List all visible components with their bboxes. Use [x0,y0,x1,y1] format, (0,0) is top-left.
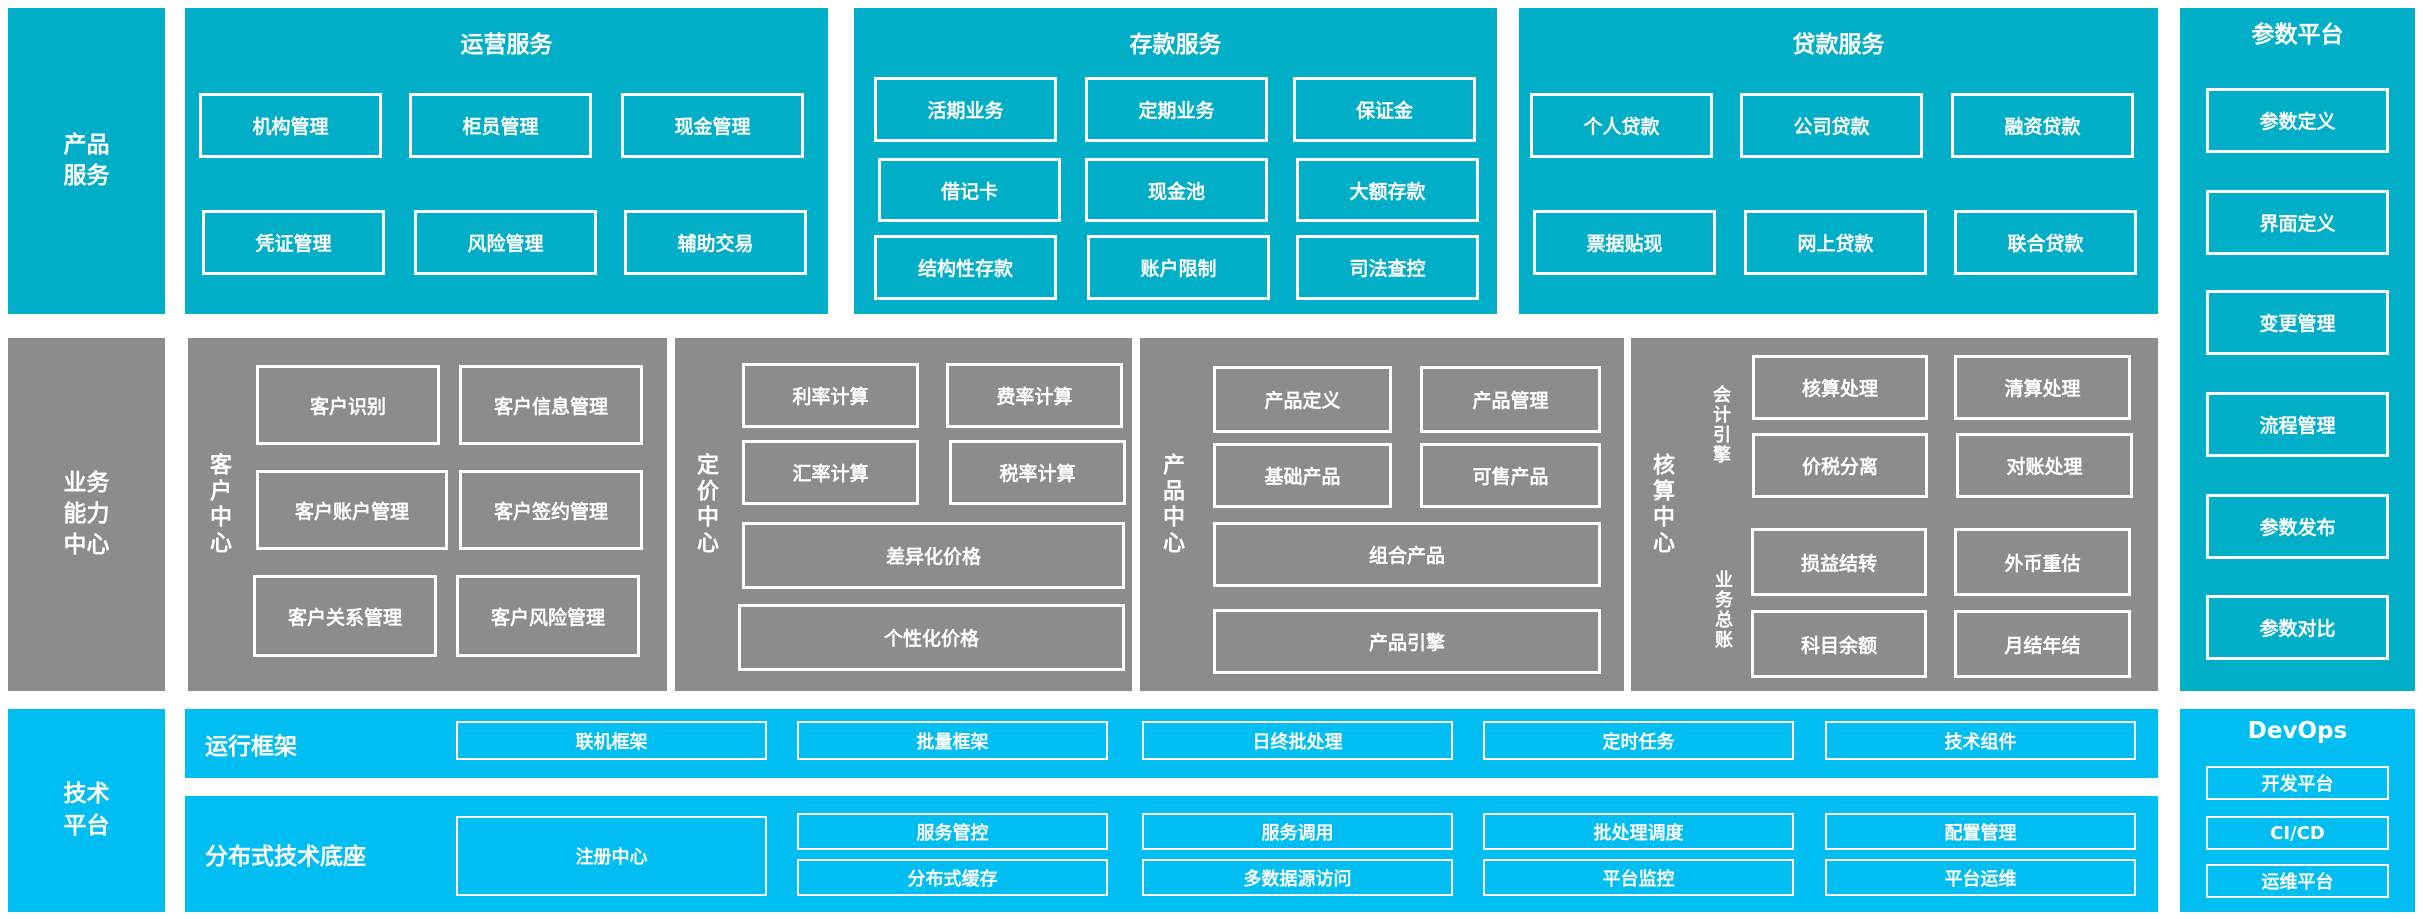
param-item: 参数对比 [2206,595,2389,660]
panel-param-platform [2180,8,2415,691]
deposit-service-item: 结构性存款 [874,235,1057,300]
side-label-capability: 业务 能力 中心 [8,338,165,691]
customer-item: 客户签约管理 [459,470,643,550]
deposit-service-item: 大额存款 [1296,158,1479,222]
distributed-item: 多数据源访问 [1142,859,1453,896]
ops-service-item: 柜员管理 [409,93,592,158]
param-item: 参数发布 [2206,494,2389,559]
customer-item: 客户识别 [256,365,440,445]
deposit-service-item: 保证金 [1293,77,1476,142]
ops-service-item: 机构管理 [199,93,382,158]
customer-item: 客户风险管理 [456,575,640,657]
panel-ops-service [185,8,828,314]
deposit-service-item: 现金池 [1085,158,1268,222]
ops-service-item: 辅助交易 [624,210,807,275]
loan-service-title: 贷款服务 [1792,32,1885,58]
distributed-title: 分布式技术底座 [205,844,366,870]
runtime-item: 日终批处理 [1142,721,1453,760]
accounting-engine-label: 会计引擎 [1710,385,1731,465]
ops-service-title: 运营服务 [460,32,553,58]
param-item: 流程管理 [2206,392,2389,457]
pricing-item: 税率计算 [949,440,1126,505]
distributed-item: 平台运维 [1825,859,2136,896]
deposit-service-item: 账户限制 [1087,235,1270,300]
accounting-item: 损益结转 [1751,528,1927,596]
param-item: 界面定义 [2206,190,2389,255]
panel-pricing-center [675,338,1132,691]
pricing-item: 汇率计算 [742,440,919,505]
panel-product-center [1140,338,1624,691]
distributed-item: 分布式缓存 [797,859,1108,896]
product-item: 基础产品 [1213,443,1392,508]
accounting-item: 价税分离 [1752,433,1928,498]
panel-accounting-center [1631,338,2158,691]
devops-item: 开发平台 [2206,766,2389,800]
runtime-item: 联机框架 [456,721,767,760]
deposit-service-item: 活期业务 [874,77,1057,142]
product-center-title: 产品中心 [1159,453,1184,557]
accounting-item: 清算处理 [1954,355,2131,420]
distributed-item: 服务管控 [797,813,1108,850]
pricing-center-title: 定价中心 [693,453,718,557]
param-item: 变更管理 [2206,290,2389,355]
loan-service-item: 个人贷款 [1530,93,1713,158]
customer-center-title: 客户中心 [206,453,231,557]
accounting-center-title: 核算中心 [1649,453,1674,557]
panel-deposit-service [854,8,1497,314]
distributed-item: 注册中心 [456,816,767,896]
runtime-item: 定时任务 [1483,721,1794,760]
distributed-item: 平台监控 [1483,859,1794,896]
general-ledger-label: 业务总账 [1712,570,1733,650]
panel-runtime-framework [185,709,2158,778]
runtime-item: 技术组件 [1825,721,2136,760]
accounting-item: 外币重估 [1954,528,2131,596]
devops-item: 运维平台 [2206,864,2389,898]
distributed-item: 配置管理 [1825,813,2136,850]
panel-distributed-base [185,796,2158,912]
runtime-title: 运行框架 [205,733,297,760]
param-title: 参数平台 [2251,22,2344,48]
devops-title: DevOps [2247,718,2348,744]
customer-item: 客户信息管理 [459,365,643,445]
deposit-service-item: 借记卡 [878,158,1061,222]
ops-service-item: 风险管理 [414,210,597,275]
customer-item: 客户关系管理 [253,575,437,657]
panel-customer-center [188,338,667,691]
product-item: 可售产品 [1420,443,1601,508]
devops-item: CI/CD [2206,816,2389,850]
loan-service-item: 融资贷款 [1951,93,2134,158]
param-item: 参数定义 [2206,88,2389,153]
product-item: 组合产品 [1213,522,1601,587]
panel-loan-service [1519,8,2158,314]
accounting-item: 对账处理 [1956,433,2133,498]
product-item: 产品引擎 [1213,609,1601,674]
distributed-item: 批处理调度 [1483,813,1794,850]
distributed-item: 服务调用 [1142,813,1453,850]
ops-service-item: 现金管理 [621,93,804,158]
product-item: 产品定义 [1213,366,1392,433]
pricing-item: 利率计算 [742,363,919,428]
panel-devops [2180,709,2415,912]
deposit-service-item: 司法查控 [1296,235,1479,300]
runtime-item: 批量框架 [797,721,1108,760]
loan-service-item: 公司贷款 [1740,93,1923,158]
side-label-product: 产品 服务 [8,8,165,314]
pricing-item: 个性化价格 [738,604,1125,671]
loan-service-item: 网上贷款 [1744,210,1927,275]
ops-service-item: 凭证管理 [202,210,385,275]
deposit-service-item: 定期业务 [1085,77,1268,142]
deposit-service-title: 存款服务 [1129,32,1222,58]
loan-service-item: 票据贴现 [1533,210,1716,275]
loan-service-item: 联合贷款 [1954,210,2137,275]
accounting-item: 核算处理 [1752,355,1928,420]
pricing-item: 差异化价格 [742,522,1125,589]
accounting-item: 月结年结 [1954,610,2131,678]
pricing-item: 费率计算 [946,363,1123,428]
product-item: 产品管理 [1420,366,1601,433]
side-label-tech: 技术 平台 [8,709,165,912]
customer-item: 客户账户管理 [256,470,448,550]
accounting-item: 科目余额 [1751,610,1927,678]
